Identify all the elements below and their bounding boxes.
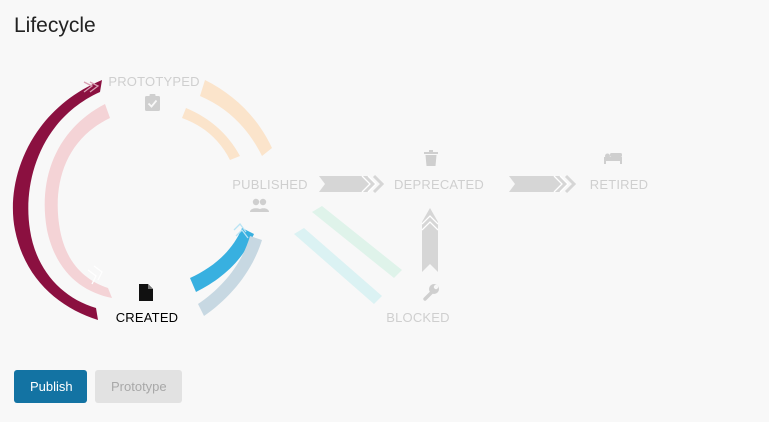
trash-icon (424, 150, 438, 166)
state-label-created: CREATED (115, 310, 179, 325)
state-label-prototyped: PROTOTYPED (108, 74, 200, 89)
transition-published-to-created (198, 236, 262, 316)
clipboard-check-icon (145, 94, 160, 111)
transition-prototyped-to-created (44, 104, 112, 298)
transition-deprecated-to-retired (509, 174, 577, 194)
prototype-button[interactable]: Prototype (95, 370, 182, 403)
bed-icon (604, 153, 622, 164)
transition-blocked-to-published (312, 206, 402, 278)
file-icon (139, 284, 153, 301)
state-label-blocked: BLOCKED (386, 310, 450, 325)
publish-button[interactable]: Publish (14, 370, 87, 403)
state-label-published: PUBLISHED (232, 177, 308, 192)
users-icon (250, 198, 269, 212)
state-label-retired: RETIRED (589, 177, 649, 192)
lifecycle-diagram (12, 80, 622, 320)
transition-created-to-published (190, 223, 254, 292)
wrench-icon (423, 284, 439, 301)
transition-prototyped-to-published (182, 80, 272, 160)
page-title: Lifecycle (14, 14, 96, 37)
transition-blocked-to-deprecated (421, 208, 439, 272)
transition-published-to-deprecated (319, 174, 385, 194)
transition-created-to-prototyped (12, 80, 102, 320)
state-label-deprecated: DEPRECATED (394, 177, 484, 192)
transition-published-to-blocked (294, 228, 382, 304)
